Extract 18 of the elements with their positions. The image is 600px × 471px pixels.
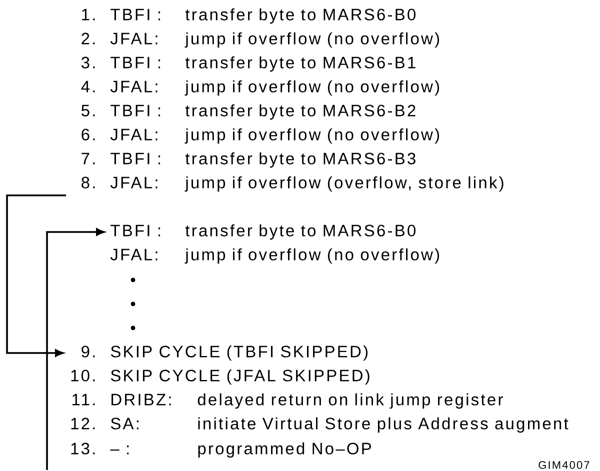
instruction-row: 6. JFAL: jump if overflow (no overflow) <box>82 128 439 144</box>
instruction-row: 7. TBFI : transfer byte to MARS6-B3 <box>82 152 416 168</box>
instruction-row: JFAL: jump if overflow (no overflow) <box>110 248 439 264</box>
instruction-row: 2. JFAL: jump if overflow (no overflow) <box>82 32 439 48</box>
instruction-row: 4. JFAL: jump if overflow (no overflow) <box>81 80 439 96</box>
instruction-row: 12. SA: initiate Virtual Store plus Address augment <box>71 417 568 433</box>
instruction-row: 11. DRIBZ: delayed return on link jump register <box>72 393 503 409</box>
instruction-row: 8. JFAL: jump if overflow (overflow, store link) <box>82 176 504 192</box>
instruction-row: TBFI : transfer byte to MARS6-B0 <box>110 224 416 240</box>
instruction-row: 1. TBFI : transfer byte to MARS6-B0 <box>82 8 416 24</box>
figure-id: GIM4007 <box>538 461 590 469</box>
instruction-row: 10. SKIP CYCLE (JFAL SKIPPED) <box>71 369 370 385</box>
instruction-row: 3. TBFI : transfer byte to MARS6-B1 <box>81 56 416 72</box>
instruction-row: 9. SKIP CYCLE (TBFI SKIPPED) <box>82 345 368 361</box>
arrow <box>46 228 104 470</box>
arrow <box>6 194 66 357</box>
instruction-row: 5. TBFI : transfer byte to MARS6-B2 <box>82 104 416 120</box>
instruction-row: 13. – : programmed No–OP <box>71 442 371 458</box>
